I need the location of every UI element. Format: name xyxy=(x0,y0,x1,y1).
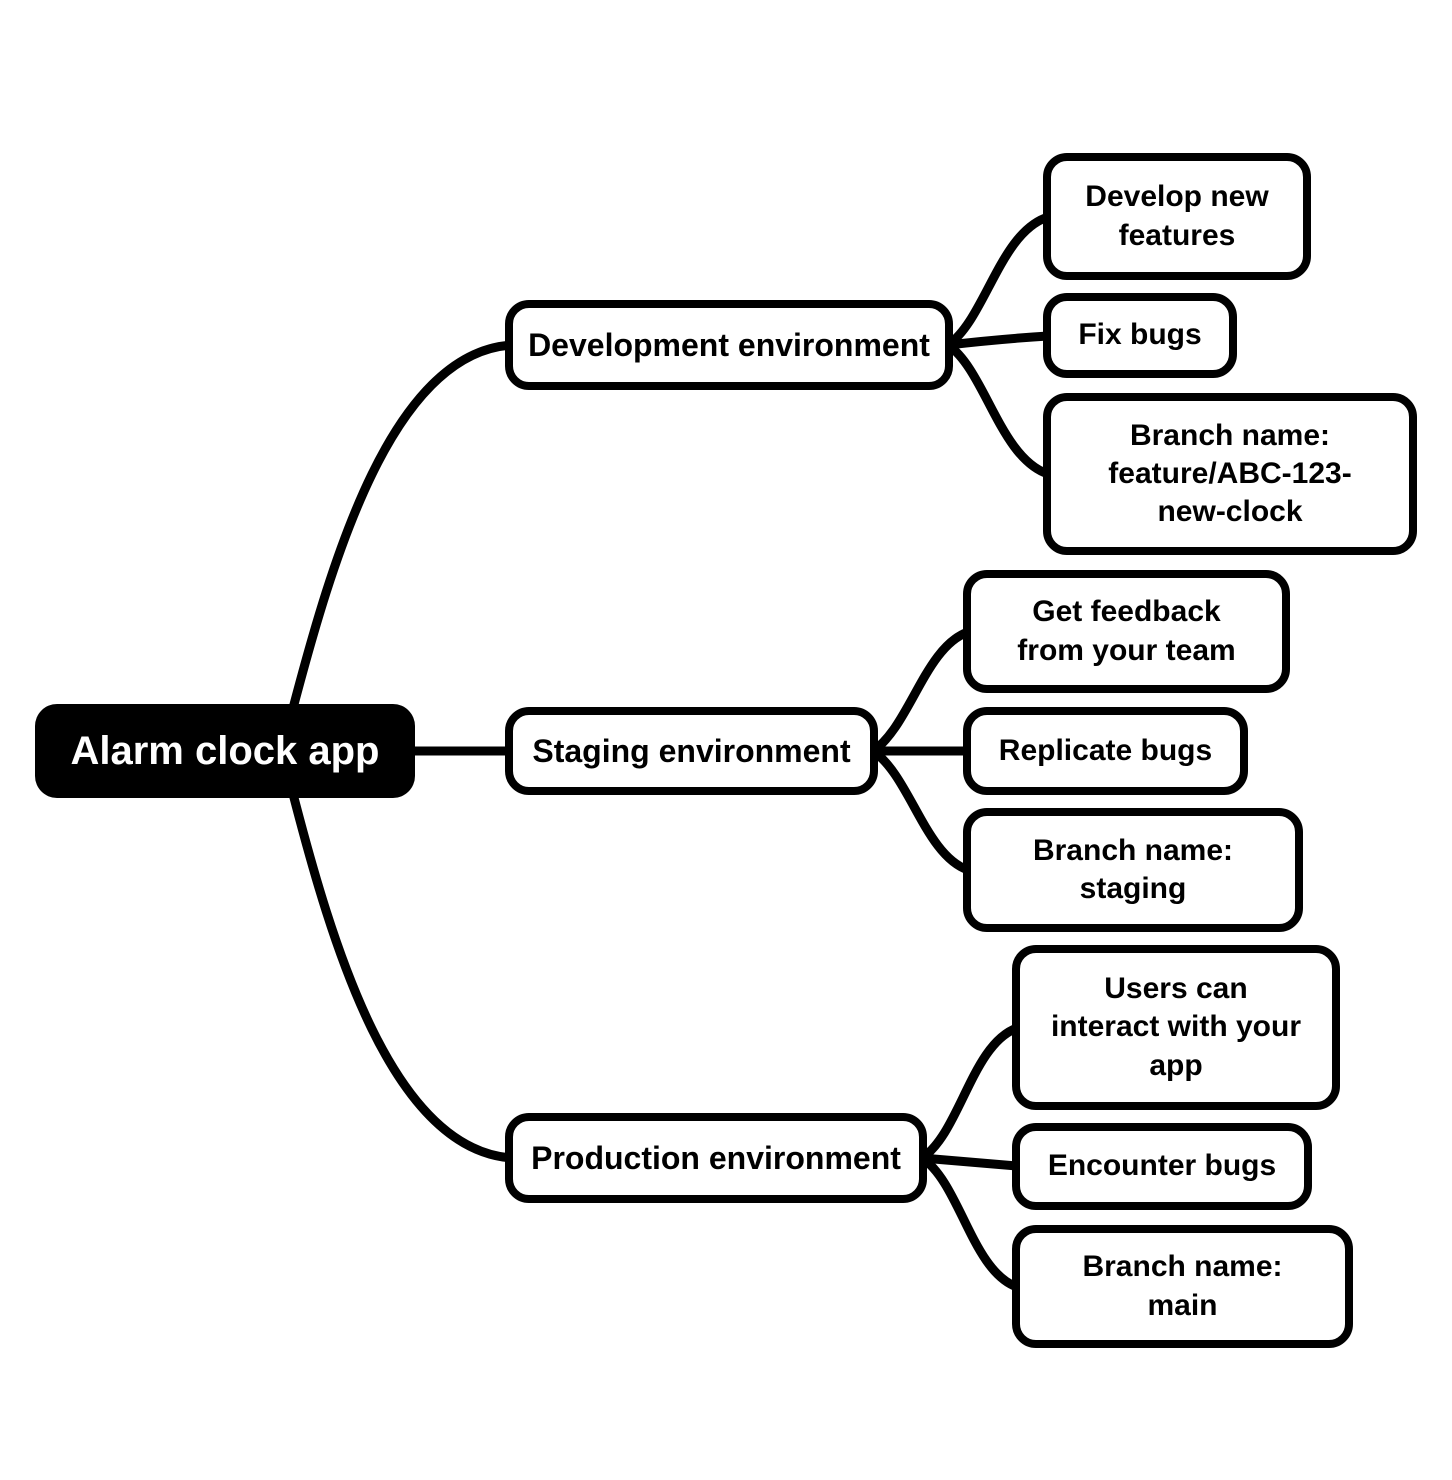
leaf-node-label: Develop new features xyxy=(1085,180,1269,252)
leaf-node-label: Users can interact with your app xyxy=(1050,972,1302,1082)
leaf-node-label: Encounter bugs xyxy=(1047,1149,1277,1183)
leaf-node-branch-name-feature[interactable]: Branch name: feature/ABC-123- new-clock xyxy=(1043,393,1417,555)
connector-development-develop-new-features xyxy=(943,212,1053,350)
connector-production-users-interact xyxy=(917,1023,1022,1163)
leaf-node-label: Branch name: feature/ABC-123- new-clock xyxy=(1108,418,1352,529)
root-node-label: Alarm clock app xyxy=(70,728,380,773)
branch-node-development-environment[interactable]: Development environment xyxy=(505,300,953,390)
leaf-node-fix-bugs[interactable]: Fix bugs xyxy=(1043,293,1237,378)
leaf-node-label: Replicate bugs xyxy=(998,733,1213,767)
connector-root-production xyxy=(287,785,517,1163)
leaf-node-label: Branch name: staging xyxy=(1032,833,1234,905)
branch-node-label: Development environment xyxy=(528,326,930,363)
branch-node-label: Production environment xyxy=(531,1139,901,1176)
leaf-node-label: Branch name: main xyxy=(1082,1250,1283,1322)
root-node-alarm-clock-app[interactable]: Alarm clock app xyxy=(35,704,415,798)
leaf-node-users-can-interact-with-your-app[interactable]: Users can interact with your app xyxy=(1012,945,1340,1110)
leaf-node-get-feedback-from-your-team[interactable]: Get feedback from your team xyxy=(963,570,1290,693)
connector-staging-branch-staging xyxy=(868,746,973,875)
branch-node-staging-environment[interactable]: Staging environment xyxy=(505,707,878,795)
leaf-node-label: Get feedback from your team xyxy=(1017,595,1236,667)
connector-development-branch-feature xyxy=(943,340,1053,479)
connector-production-branch-main xyxy=(917,1153,1022,1292)
connector-production-encounter-bugs xyxy=(917,1153,1022,1171)
leaf-node-replicate-bugs[interactable]: Replicate bugs xyxy=(963,707,1248,795)
leaf-node-label: Fix bugs xyxy=(1078,318,1202,352)
connector-root-development xyxy=(287,340,517,717)
connector-development-fix-bugs xyxy=(943,331,1053,350)
leaf-node-develop-new-features[interactable]: Develop new features xyxy=(1043,153,1311,280)
branch-node-production-environment[interactable]: Production environment xyxy=(505,1113,927,1203)
leaf-node-encounter-bugs[interactable]: Encounter bugs xyxy=(1012,1123,1312,1210)
leaf-node-branch-name-staging[interactable]: Branch name: staging xyxy=(963,808,1303,932)
connector-staging-get-feedback xyxy=(868,627,973,756)
branch-node-label: Staging environment xyxy=(532,732,851,769)
leaf-node-branch-name-main[interactable]: Branch name: main xyxy=(1012,1225,1353,1348)
